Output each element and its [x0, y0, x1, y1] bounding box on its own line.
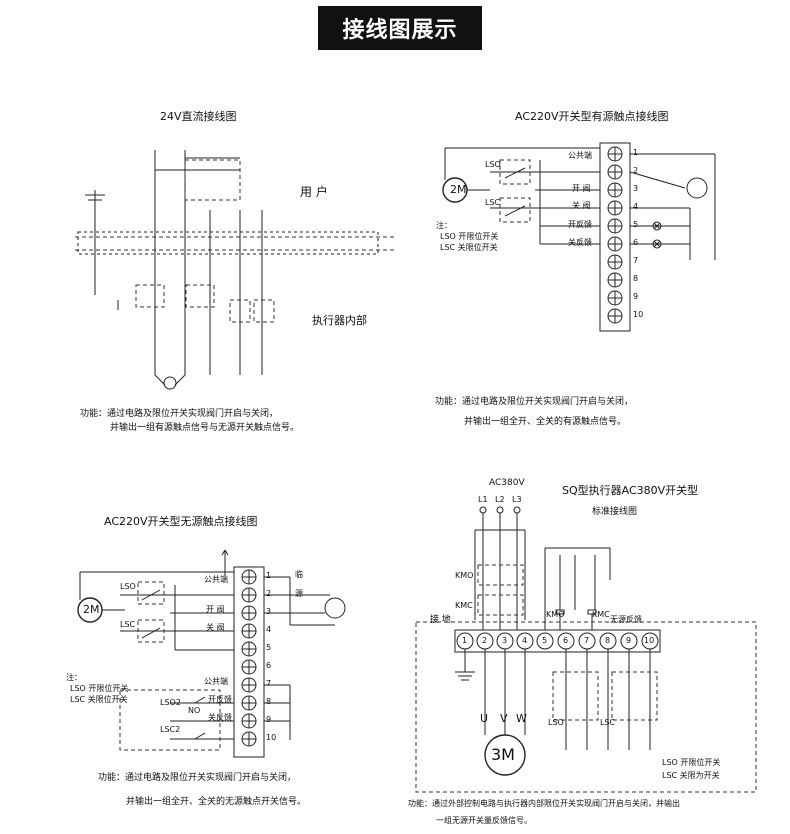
d4-title-line2: 标准接线图	[592, 507, 638, 517]
d2-open-label: 开 阀	[572, 184, 591, 193]
d3-terminal-number: 1	[266, 571, 272, 580]
d4-terminal-number: 6	[563, 636, 569, 645]
d2-open-feedback-label: 开反馈	[568, 220, 592, 229]
d2-terminal-number: 3	[633, 184, 639, 193]
d2-close-label: 关 阀	[572, 201, 591, 210]
d3-lso-label: LSO	[120, 582, 136, 591]
d2-terminal-number: 7	[633, 256, 639, 265]
d4-lso-label: LSO	[548, 718, 564, 727]
d3-lsc-label: LSC	[120, 620, 136, 629]
d3-common-label: 公共端	[204, 575, 228, 584]
d3-wiring	[77, 549, 346, 758]
d3-terminal-number: 3	[266, 607, 272, 616]
d2-title: AC220V开关型有源触点接线图	[515, 110, 669, 123]
d4-terminal-number: 8	[605, 636, 611, 645]
d2-note-lsc: LSC 关限位开关	[440, 243, 498, 252]
d3-open-label: 开 阀	[206, 605, 225, 614]
d2-motor-label: 2M	[450, 183, 467, 196]
d3-close-label: 关 阀	[206, 623, 225, 632]
d4-kmo-label: KMO	[455, 571, 474, 580]
d1-function-line2: 并输出一组有源触点信号与无源开关触点信号。	[110, 423, 300, 433]
d4-wiring	[415, 506, 757, 793]
d2-terminal-number: 4	[633, 202, 639, 211]
d4-ground-label: 接 地	[430, 615, 451, 625]
d1-function-line1: 功能：通过电路及限位开关实现阀门开启与关闭，	[80, 409, 279, 419]
d4-l1-label: L1	[478, 495, 488, 504]
d2-note-lso: LSO 开限位开关	[440, 232, 499, 241]
d3-function-line1: 功能：通过电路及限位开关实现阀门开启与关闭，	[98, 773, 297, 783]
d4-terminal-number: 1	[462, 636, 468, 645]
d2-lsc-label: LSC	[485, 198, 501, 207]
d4-terminal-number: 9	[626, 636, 632, 645]
d1-inside-label: 执行器内部	[312, 314, 367, 327]
d2-function-line1: 功能：通过电路及限位开关实现阀门开启与关闭，	[435, 397, 634, 407]
d4-note-lsc: LSC 关限为开关	[662, 771, 720, 780]
d2-terminal-number: 6	[633, 238, 639, 247]
d4-motor-label: 3M	[491, 745, 515, 764]
d4-kmc-coil-label: KMC	[592, 610, 610, 619]
d3-terminal-number: 10	[266, 733, 277, 742]
d2-terminal-number: 8	[633, 274, 639, 283]
d2-wiring	[442, 142, 716, 332]
d3-function-line2: 并输出一组全开、全关的无源触点开关信号。	[126, 797, 307, 807]
d3-lso2-label: LSO2	[160, 698, 181, 707]
d4-terminal-number: 3	[502, 636, 508, 645]
d4-kmc-label: KMC	[455, 601, 473, 610]
d4-v-label: V	[500, 712, 508, 725]
d3-note-head: 注：	[66, 673, 82, 682]
d1-wiring	[75, 150, 395, 390]
d4-l2-label: L2	[495, 495, 505, 504]
d3-note-lso: LSO 开限位开关	[70, 684, 129, 693]
d2-terminal-number: 5	[633, 220, 639, 229]
d4-l3-label: L3	[512, 495, 522, 504]
d3-terminal-number: 4	[266, 625, 272, 634]
d3-no-label: NO	[188, 706, 201, 715]
d2-terminal-number: 10	[633, 310, 644, 319]
d2-terminal-number: 1	[633, 148, 639, 157]
d2-lso-label: LSO	[485, 160, 501, 169]
d4-lsc-label: LSC	[600, 718, 616, 727]
d4-passive-feedback-label: 无源反馈	[610, 615, 642, 624]
d4-u-label: U	[480, 712, 489, 725]
d3-terminal-number: 7	[266, 679, 272, 688]
d4-note-lso: LSO 开限位开关	[662, 758, 721, 767]
d4-terminal-number: 5	[542, 636, 548, 645]
d2-terminal-number: 9	[633, 292, 639, 301]
d4-function-line1: 功能：通过外部控制电路与执行器内部限位开关实现阀门开启与关闭，并输出	[408, 799, 680, 808]
d3-note-lsc: LSC 关限位开关	[70, 695, 128, 704]
d4-kmo-coil-label: KMO	[546, 610, 565, 619]
d4-terminal-number: 4	[522, 636, 528, 645]
d4-w-label: W	[516, 712, 527, 725]
d3-terminal-number: 9	[266, 715, 272, 724]
d3-common2-label: 公共端	[204, 677, 228, 686]
d3-close-feedback-label: 关反馈	[208, 713, 232, 722]
d2-terminal-circles	[607, 146, 623, 324]
d2-note-head: 注：	[436, 221, 452, 230]
d3-terminal-number: 2	[266, 589, 272, 598]
d4-title-line1: SQ型执行器AC380V开关型	[562, 484, 699, 497]
d3-terminal-number: 6	[266, 661, 272, 670]
d4-terminal-number: 2	[482, 636, 488, 645]
d2-close-feedback-label: 关反馈	[568, 238, 592, 247]
d2-common-label: 公共端	[568, 151, 592, 160]
page-title: 接线图展示	[318, 6, 482, 50]
d2-function-line2: 并输出一组全开、全关的有源触点信号。	[464, 417, 627, 427]
d3-title: AC220V开关型无源触点接线图	[104, 515, 258, 528]
d4-terminal-number: 10	[644, 636, 655, 645]
d3-terminal-number: 8	[266, 697, 272, 706]
d3-terminal-circles	[241, 569, 257, 747]
d3-open-feedback-label: 开反馈	[208, 695, 232, 704]
d2-terminal-number: 2	[633, 166, 639, 175]
d1-user-label: 用 户	[300, 185, 328, 199]
d3-lsc2-label: LSC2	[160, 725, 181, 734]
d3-motor-label: 2M	[83, 603, 100, 616]
d3-terminal-number: 5	[266, 643, 272, 652]
d4-terminal-number: 7	[584, 636, 590, 645]
d4-supply-label: AC380V	[489, 478, 525, 488]
d3-right-label-1: 临	[295, 570, 303, 579]
d3-right-label-2: 源	[295, 589, 303, 598]
d1-title: 24V直流接线图	[160, 110, 237, 123]
d4-function-line2: 一组无源开关量反馈信号。	[436, 816, 532, 825]
